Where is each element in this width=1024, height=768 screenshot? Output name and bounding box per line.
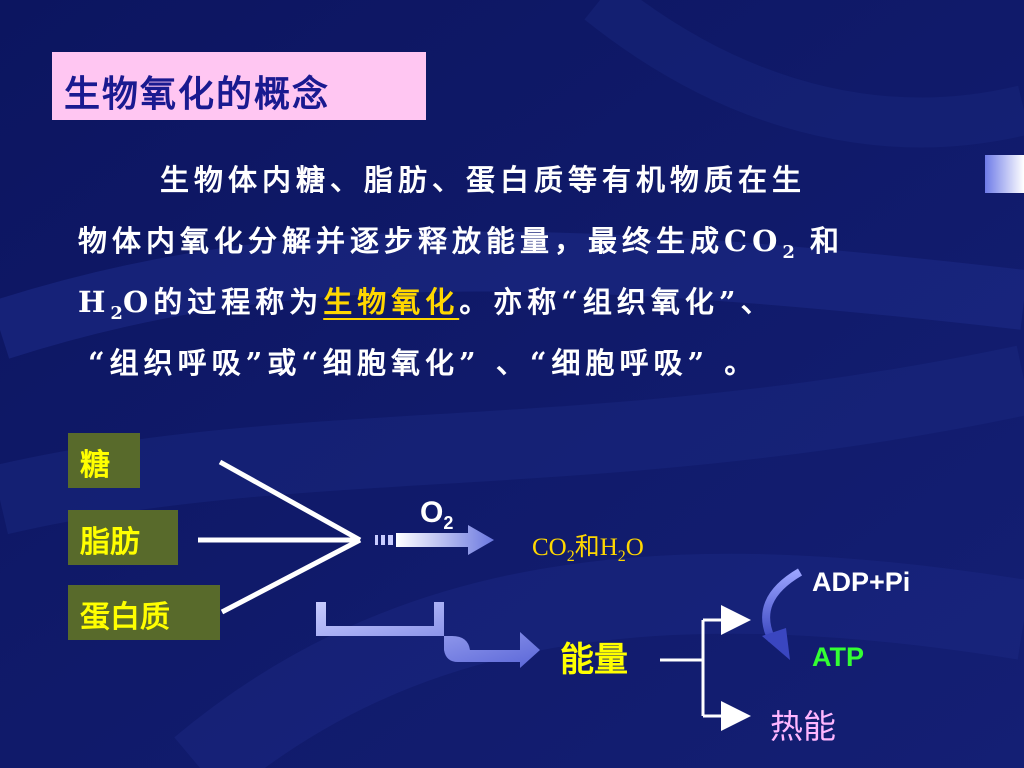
protein-label-box: 蛋白质 xyxy=(68,585,220,640)
atp-label: ATP xyxy=(812,642,864,672)
converge-line-protein xyxy=(220,537,362,615)
fat-label-box: 脂肪 xyxy=(68,510,178,565)
heat-label: 热能 xyxy=(770,707,836,746)
paragraph-line-4: “组织呼吸”或“细胞氧化” 、“细胞呼吸” 。 xyxy=(88,346,759,380)
oxidation-arrow xyxy=(375,525,494,555)
highlight-term: 生物氧化 xyxy=(323,285,460,319)
oxygen-label: O2 xyxy=(420,496,454,533)
definition-paragraph: 生物体内糖、脂肪、蛋白质等有机物质在生 物体内氧化分解并逐步释放能量，最终生成C… xyxy=(78,163,844,380)
energy-bend-arrow xyxy=(316,602,540,668)
fat-label: 脂肪 xyxy=(80,525,140,560)
energy-label: 能量 xyxy=(560,640,628,680)
paragraph-line-2: 物体内氧化分解并逐步释放能量，最终生成CO2 和 xyxy=(78,224,844,263)
adp-label: ADP+Pi xyxy=(812,567,911,597)
protein-label: 蛋白质 xyxy=(80,600,170,635)
sugar-label-box: 糖 xyxy=(68,433,140,488)
slide-tab-decoration xyxy=(985,155,1024,193)
paragraph-line-1: 生物体内糖、脂肪、蛋白质等有机物质在生 xyxy=(160,163,807,197)
adp-atp-curve-arrow xyxy=(762,568,803,642)
page-title: 生物氧化的概念 xyxy=(64,73,331,115)
paragraph-line-3: H2O的过程称为生物氧化。亦称“组织氧化”、 xyxy=(78,285,775,324)
title-box: 生物氧化的概念 xyxy=(52,52,426,120)
converge-line-sugar xyxy=(218,459,362,543)
sugar-label: 糖 xyxy=(80,448,110,483)
product-label: CO2和H2O xyxy=(532,534,644,565)
